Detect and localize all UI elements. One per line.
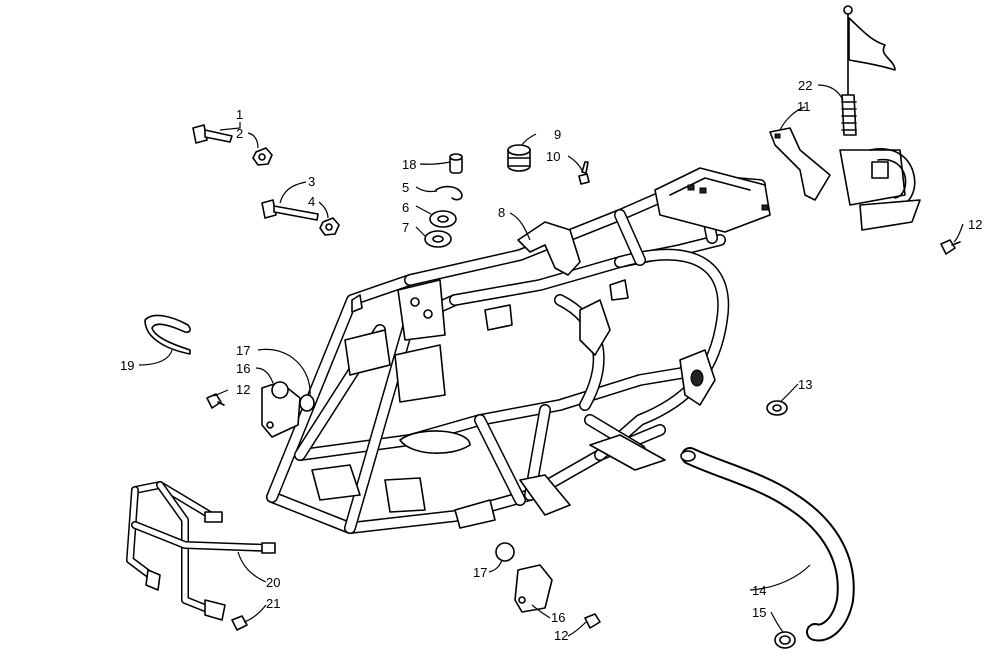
callout-3: 3 [308,174,315,189]
callout-7: 7 [402,220,409,235]
callout-4: 4 [308,194,315,209]
callout-22: 22 [798,78,812,93]
callout-19: 19 [120,358,134,373]
part-nut-2 [252,147,273,166]
callout-20: 20 [266,575,280,590]
part-screw-12-bottom [584,613,601,629]
part-flag-22 [841,5,896,136]
callout-9: 9 [554,127,561,142]
callout-10: 10 [546,149,560,164]
part-screw-21 [231,615,248,631]
part-bushing-18 [449,153,463,174]
callout-15: 15 [752,605,766,620]
part-screw-10 [578,161,590,185]
part-mount-16-bottom [514,564,553,613]
callout-12-bottom: 12 [554,628,568,643]
callout-2: 2 [236,126,243,141]
callout-12-left: 12 [236,382,250,397]
part-snap-ring-5 [435,185,463,201]
part-bushing-17-left [271,381,315,412]
callout-16-left: 16 [236,361,250,376]
part-tube-14 [680,447,855,642]
part-strap-19 [144,314,191,355]
part-bolt-1 [192,124,233,144]
callout-21: 21 [266,596,280,611]
callout-17-bottom: 17 [473,565,487,580]
part-bolt-3 [261,199,319,221]
part-screw-12-left [206,393,225,409]
part-rear-rack [839,148,921,231]
callout-18: 18 [402,157,416,172]
part-bearing-7 [424,230,452,248]
leader-lines [138,84,964,637]
callout-13: 13 [798,377,812,392]
part-clamp-15 [774,631,796,649]
part-front-bumper-20 [126,481,276,621]
callout-labels: 1 2 3 4 5 6 7 8 9 10 11 12 12 12 13 14 1… [120,78,982,643]
part-grommet-9 [507,144,531,172]
part-bushing-17-bottom [495,542,515,562]
main-frame [266,167,771,534]
part-bearing-6 [429,210,457,228]
callout-6: 6 [402,200,409,215]
part-screw-12-rear [940,239,961,255]
callout-17-left: 17 [236,343,250,358]
part-bracket-11 [769,127,831,201]
callout-12-rear: 12 [968,217,982,232]
callout-1: 1 [236,107,243,122]
callout-14: 14 [752,583,766,598]
callout-5: 5 [402,180,409,195]
callout-11: 11 [797,99,811,114]
callout-16-bottom: 16 [551,610,565,625]
part-nut-13 [766,400,788,416]
part-nut-4 [319,217,340,236]
callout-8: 8 [498,205,505,220]
